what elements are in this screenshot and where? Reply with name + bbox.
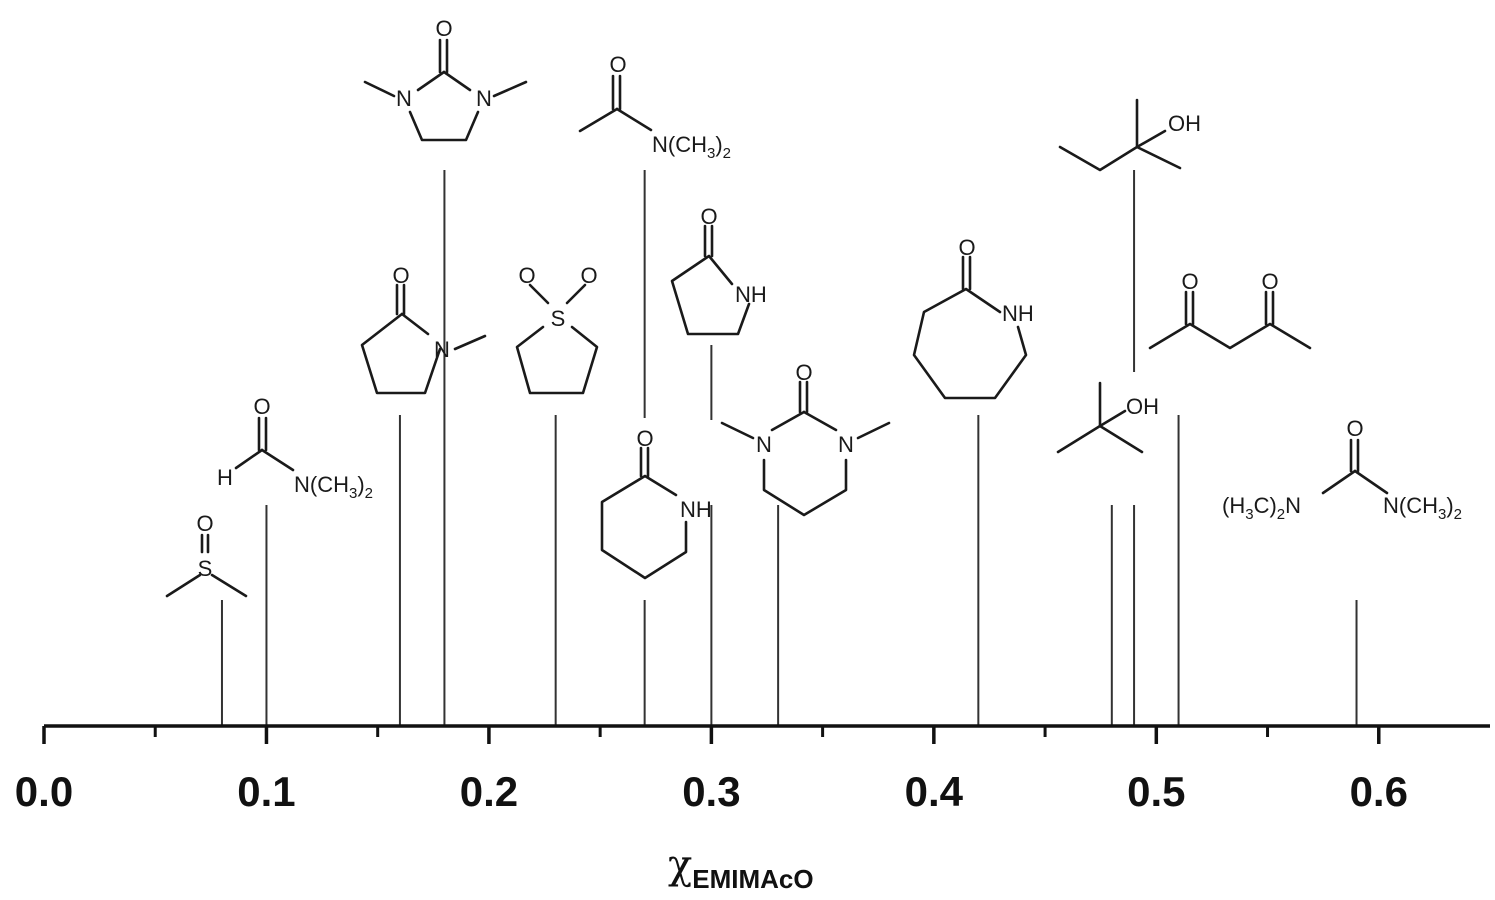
- svg-text:N(CH3)2: N(CH3)2: [1383, 493, 1462, 523]
- svg-text:N: N: [756, 432, 772, 457]
- svg-text:NH: NH: [1002, 301, 1034, 326]
- dimethylacetamide-structure: O N(CH3)2: [578, 52, 731, 162]
- tick-label: 0.5: [1127, 768, 1185, 815]
- tick-label: 0.4: [905, 768, 964, 815]
- svg-text:OH: OH: [1126, 394, 1159, 419]
- svg-text:O: O: [392, 263, 409, 288]
- svg-text:S: S: [551, 306, 566, 331]
- n-methyl-pyrrolidone-structure: O N: [360, 263, 487, 395]
- tick-label: 0.3: [682, 768, 740, 815]
- svg-text:N(CH3)2: N(CH3)2: [294, 472, 373, 502]
- svg-text:O: O: [518, 263, 535, 288]
- tick-labels: 0.0 0.1 0.2 0.3 0.4 0.5 0.6: [15, 768, 1408, 815]
- svg-text:O: O: [580, 263, 597, 288]
- dimethylformamide-structure: O H N(CH3)2: [217, 394, 373, 502]
- svg-text:O: O: [1261, 269, 1278, 294]
- oxygen-label: O: [253, 394, 270, 419]
- tick-label: 0.2: [460, 768, 518, 815]
- hydrogen-label: H: [217, 465, 233, 490]
- svg-text:O: O: [636, 426, 653, 451]
- svg-text:N: N: [838, 432, 854, 457]
- tick-label: 0.0: [15, 768, 73, 815]
- tert-butanol-structure: OH: [1056, 381, 1159, 454]
- tetramethylurea-structure: O (H3C)2N N(CH3)2: [1222, 416, 1462, 523]
- svg-text:O: O: [958, 235, 975, 260]
- svg-text:O: O: [700, 204, 717, 229]
- bars: [220, 170, 1358, 726]
- acetylacetone-structure: O O: [1148, 269, 1312, 350]
- axis-ticks: [42, 726, 1381, 744]
- svg-text:O: O: [795, 360, 812, 385]
- svg-text:N(CH3)2: N(CH3)2: [652, 132, 731, 162]
- svg-text:N: N: [476, 86, 492, 111]
- sulfolane-structure: O O S: [515, 263, 599, 395]
- tert-amyl-alcohol-structure: OH: [1058, 98, 1201, 172]
- caprolactam-structure: O NH: [912, 235, 1034, 400]
- svg-text:OH: OH: [1168, 111, 1201, 136]
- svg-text:(H3C)2N: (H3C)2N: [1222, 493, 1301, 523]
- svg-text:NH: NH: [735, 282, 767, 307]
- pyrrolidone-structure: O NH: [670, 204, 767, 336]
- svg-text:N: N: [434, 337, 450, 362]
- tick-label: 0.6: [1350, 768, 1408, 815]
- tick-label: 0.1: [237, 768, 295, 815]
- valerolactam-structure: O NH: [600, 426, 712, 580]
- dimethyl-sulfoxide-structure: O S: [165, 511, 248, 598]
- svg-text:O: O: [1181, 269, 1198, 294]
- dimethyl-propyleneurea-structure: O N N: [720, 360, 891, 517]
- svg-text:O: O: [1346, 416, 1363, 441]
- dimethyl-imidazolidinone-structure: O N N: [363, 16, 528, 142]
- x-axis-title: χEMIMAcO: [668, 842, 814, 894]
- svg-text:O: O: [609, 52, 626, 77]
- svg-text:N: N: [396, 86, 412, 111]
- svg-text:NH: NH: [680, 497, 712, 522]
- oxygen-label: O: [196, 511, 213, 536]
- sulfur-label: S: [198, 556, 213, 581]
- svg-text:O: O: [435, 16, 452, 41]
